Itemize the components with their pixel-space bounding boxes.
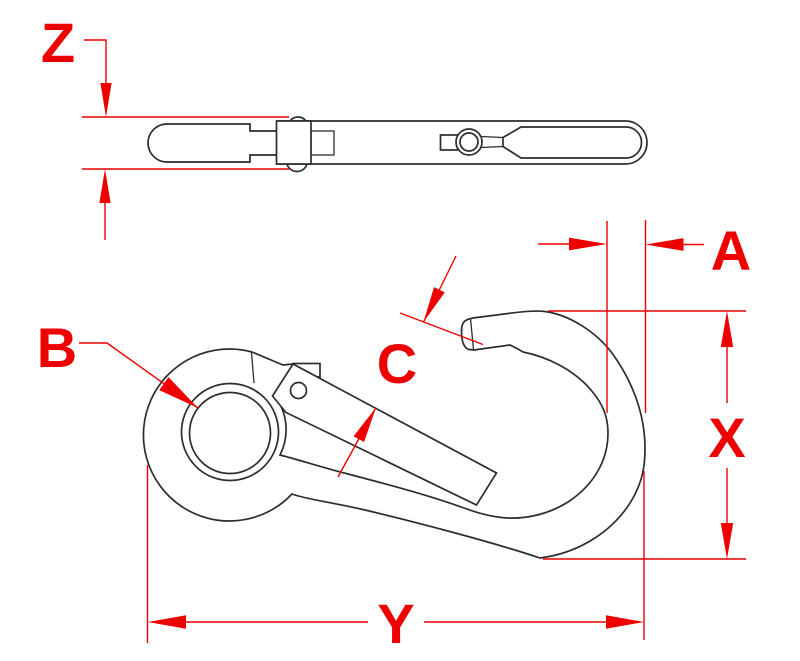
z-arrowhead-down xyxy=(100,83,112,117)
y-arrowhead-right xyxy=(606,615,644,629)
z-arrowhead-up xyxy=(99,169,111,203)
dim-a: A xyxy=(538,219,751,413)
dim-x: X xyxy=(543,310,746,560)
hook-body-outline xyxy=(142,310,646,559)
dim-y: Y xyxy=(146,465,645,655)
side-latch-notch xyxy=(439,134,459,151)
c-surface-tick xyxy=(399,312,484,346)
side-gate-lever xyxy=(147,123,278,163)
side-hinge-block xyxy=(275,120,312,165)
b-arrowhead xyxy=(159,377,198,408)
y-arrowhead-left xyxy=(148,615,186,629)
x-arrowhead-up xyxy=(720,311,734,347)
dim-label-b: B xyxy=(37,316,77,379)
dim-label-z: Z xyxy=(41,11,75,74)
side-view xyxy=(147,116,648,173)
dim-label-y: Y xyxy=(377,592,414,655)
gate-lever xyxy=(271,362,498,507)
c-arrowhead-lower xyxy=(353,407,376,442)
dim-c: C xyxy=(337,255,484,478)
gate-rivet xyxy=(289,381,308,400)
side-latch-tongue xyxy=(502,126,643,159)
eye-ring-hole xyxy=(188,391,272,475)
x-arrowhead-down xyxy=(720,523,734,559)
front-view xyxy=(142,310,646,559)
dim-z: Z xyxy=(41,11,289,240)
side-latch-slot-lines xyxy=(481,135,504,149)
a-arrowhead-right xyxy=(569,237,607,251)
nose-tip-divider xyxy=(469,318,475,350)
side-latch-ring-inner xyxy=(459,132,479,152)
dim-label-c: C xyxy=(377,332,417,395)
z-leader-line xyxy=(84,39,107,86)
dim-b: B xyxy=(37,316,199,409)
c-arrowhead-upper xyxy=(423,287,445,322)
dim-label-x: X xyxy=(708,406,745,469)
eye-seam-line xyxy=(250,352,255,384)
dim-label-a: A xyxy=(711,219,751,282)
a-arrowhead-left xyxy=(645,238,684,251)
